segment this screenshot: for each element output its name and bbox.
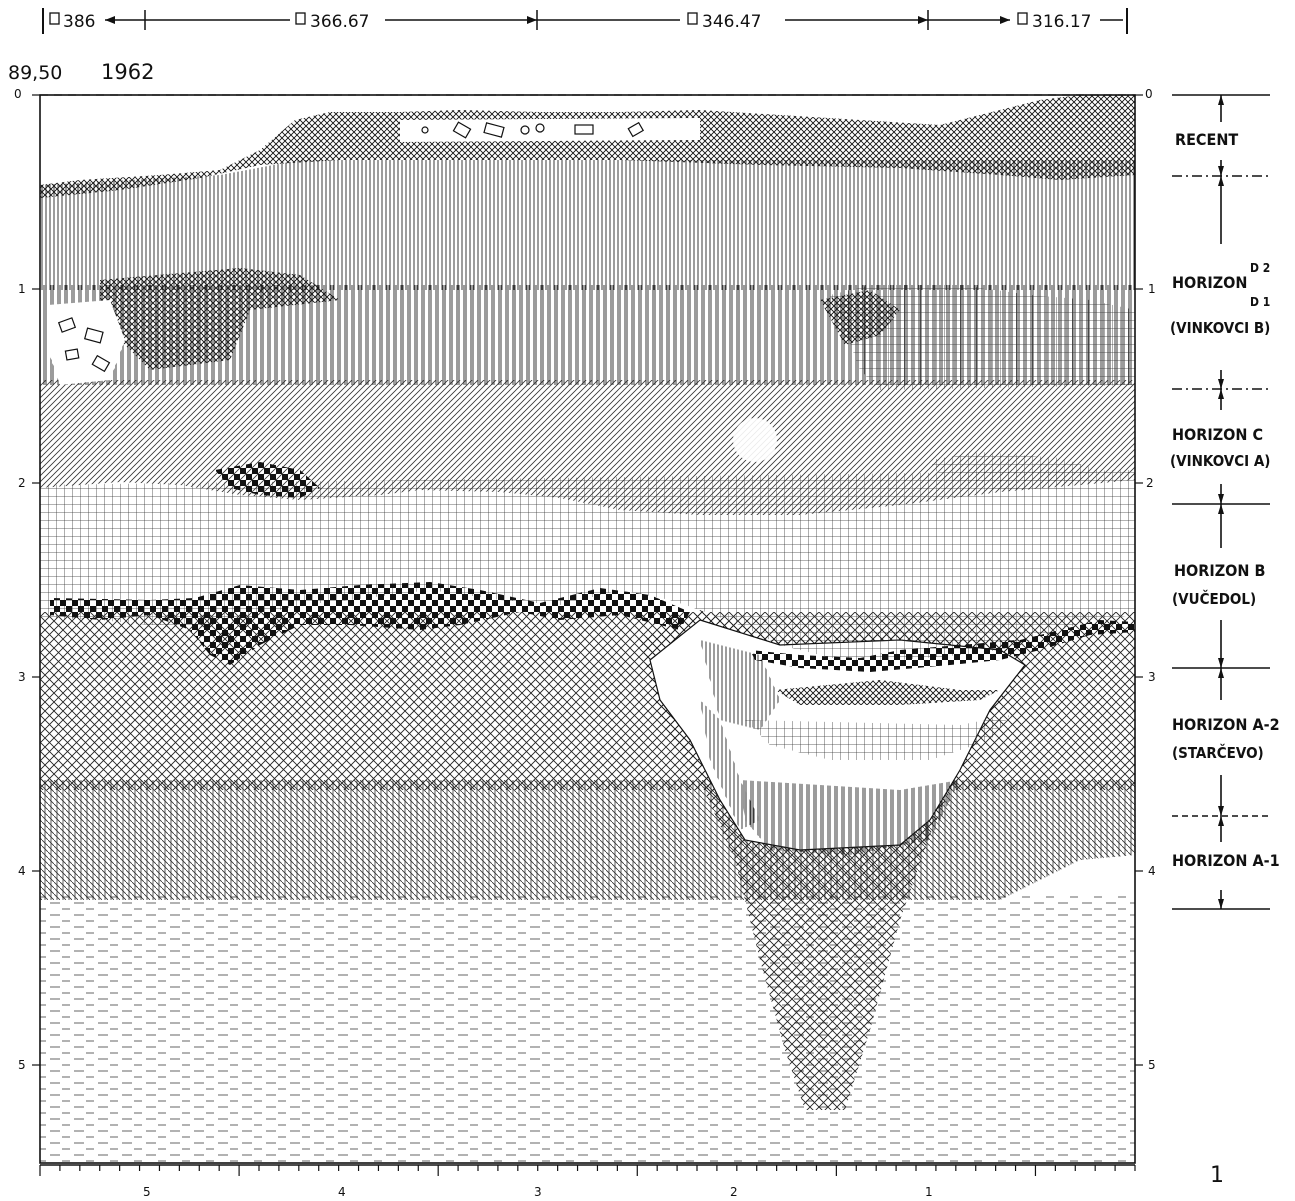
svg-text:2: 2 xyxy=(730,1185,738,1199)
horizon-labels: RECENT HORIZON D 2 D 1 (VINKOVCI B) HORI… xyxy=(1170,130,1280,870)
measurement-label-4: 316.17 xyxy=(1032,12,1091,32)
svg-text:0: 0 xyxy=(1145,87,1153,101)
horizon-recent: RECENT xyxy=(1175,130,1238,149)
horizon-legend xyxy=(1172,94,1270,910)
layer-recent xyxy=(40,95,1135,198)
horizon-a2-name: HORIZON A-2 xyxy=(1172,715,1280,734)
svg-text:2: 2 xyxy=(1146,476,1154,490)
svg-text:2: 2 xyxy=(18,476,26,490)
svg-text:1: 1 xyxy=(1148,282,1156,296)
depth-scale-right: 0 1 2 3 4 5 xyxy=(1145,87,1156,1072)
bottom-scale: 5 4 3 2 1 xyxy=(39,1164,1136,1199)
horizon-b-name: HORIZON B xyxy=(1174,561,1265,580)
horizon-c-sub: (VINKOVCI A) xyxy=(1170,452,1270,470)
layer-horizon-a1 xyxy=(40,780,1135,900)
svg-text:5: 5 xyxy=(143,1185,151,1199)
top-measurement-bar: 386 366.67 346.47 316.17 xyxy=(42,8,1128,34)
section-layers xyxy=(40,95,1135,1163)
horizon-c-name: HORIZON C xyxy=(1172,425,1263,444)
section-frame xyxy=(39,94,1136,1164)
excavation-year: 1962 xyxy=(101,60,154,84)
svg-text:3: 3 xyxy=(1148,670,1156,684)
figure-number: 1 xyxy=(1210,1163,1224,1188)
horizon-a2-sub: (STARČEVO) xyxy=(1172,743,1264,762)
layer-horizon-b xyxy=(40,470,1135,660)
rubble-top xyxy=(421,121,645,139)
horizon-d-sup-top: D 2 xyxy=(1250,261,1270,275)
horizon-d-sup-bottom: D 1 xyxy=(1250,295,1270,309)
layer-horizon-c xyxy=(40,380,1135,515)
svg-text:1: 1 xyxy=(18,282,26,296)
svg-text:3: 3 xyxy=(18,670,26,684)
horizon-b-sub: (VUČEDOL) xyxy=(1172,589,1256,608)
datum-elevation: 89,50 xyxy=(8,62,62,84)
svg-text:4: 4 xyxy=(1148,864,1156,878)
svg-text:3: 3 xyxy=(534,1185,542,1199)
measurement-label-1: 386 xyxy=(63,12,95,32)
measurement-label-3: 346.47 xyxy=(702,12,761,32)
horizon-d-name: HORIZON xyxy=(1172,273,1247,292)
layer-horizon-d2 xyxy=(40,160,1135,290)
depth-scale-left: 0 1 2 3 4 5 xyxy=(14,87,26,1072)
svg-text:5: 5 xyxy=(18,1058,26,1072)
svg-text:5: 5 xyxy=(1148,1058,1156,1072)
horizon-a1-name: HORIZON A-1 xyxy=(1172,851,1280,870)
svg-text:4: 4 xyxy=(18,864,26,878)
svg-text:1: 1 xyxy=(925,1185,933,1199)
horizon-d-sub: (VINKOVCI B) xyxy=(1170,319,1270,337)
measurement-label-2: 366.67 xyxy=(310,12,369,32)
svg-text:0: 0 xyxy=(14,87,22,101)
layer-loess-base xyxy=(40,895,1135,1163)
svg-text:4: 4 xyxy=(338,1185,346,1199)
layer-checker-band xyxy=(50,582,690,665)
